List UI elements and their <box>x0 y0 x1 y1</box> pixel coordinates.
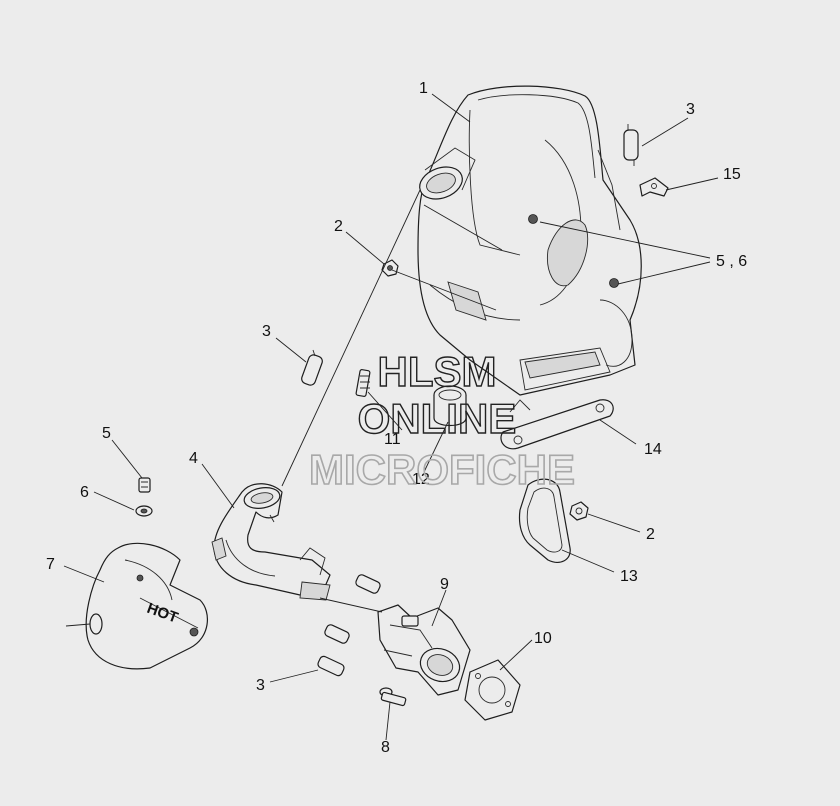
spring-lower-3 <box>317 655 345 677</box>
spring-top-right <box>623 124 639 166</box>
callout-14: 14 <box>644 441 662 458</box>
heat-shield-part: HOT <box>85 542 208 670</box>
callout-5-6: 5 , 6 <box>716 253 747 270</box>
callout-8: 8 <box>381 739 390 756</box>
exhaust-gasket-part <box>464 659 521 721</box>
callout-5: 5 <box>102 425 111 442</box>
spring-lower-2 <box>324 624 350 644</box>
watermark-line-3: MICROFICHE <box>309 446 575 493</box>
head-pipe-part <box>211 483 331 601</box>
gasket-part <box>518 478 571 563</box>
callout-4: 4 <box>189 450 198 467</box>
clamp-part <box>433 385 467 427</box>
bolt-8 <box>379 687 407 707</box>
callout-3-top: 3 <box>686 101 695 118</box>
callout-15: 15 <box>723 166 741 183</box>
nut-lower <box>569 501 589 521</box>
callout-13: 13 <box>620 568 638 585</box>
flange-adapter-part <box>377 604 471 696</box>
callout-3-mid: 3 <box>262 323 271 340</box>
callout-9: 9 <box>440 576 449 593</box>
spring-lower-1 <box>355 574 381 594</box>
callout-2-lower: 2 <box>646 526 655 543</box>
callout-10: 10 <box>534 630 552 647</box>
callout-numbers: 1 3 15 5 , 6 2 3 11 12 14 2 13 5 6 7 4 9… <box>46 80 747 756</box>
spring-bracket-15 <box>639 177 669 197</box>
callout-3-lower: 3 <box>256 677 265 694</box>
watermark-line-1: HLSM <box>378 348 497 395</box>
spring-mid-left <box>301 349 323 386</box>
watermark-line-2: ONLINE <box>358 395 517 442</box>
leader-lines <box>63 93 719 741</box>
callout-11: 11 <box>384 431 401 448</box>
bracket-part <box>500 399 614 450</box>
callout-1: 1 <box>419 80 428 97</box>
nut-upper <box>381 259 399 277</box>
callout-2-upper: 2 <box>334 218 343 235</box>
muffler-part <box>417 85 642 396</box>
callout-6: 6 <box>80 484 89 501</box>
bolt-5 <box>138 477 151 493</box>
watermark: HLSM ONLINE MICROFICHE <box>308 347 576 494</box>
bolt-11 <box>355 369 371 397</box>
washer-6 <box>135 505 153 517</box>
callout-12: 12 <box>412 471 430 488</box>
callout-7: 7 <box>46 556 55 573</box>
